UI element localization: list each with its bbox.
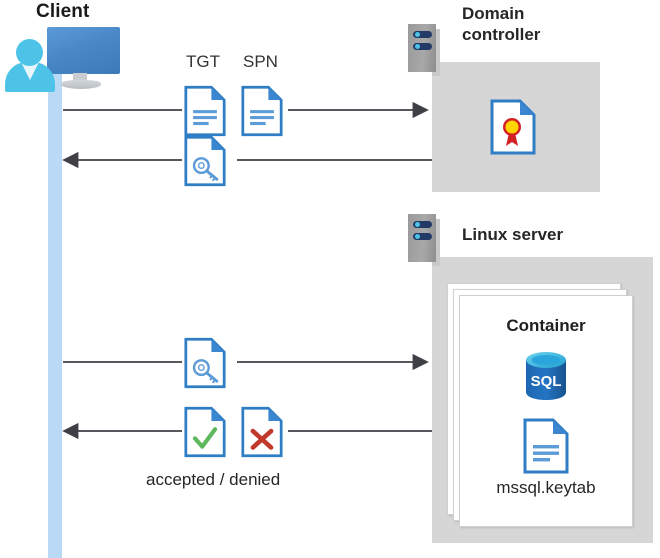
service-ticket-key-document-icon-top xyxy=(184,135,226,187)
monitor-base-icon xyxy=(61,80,101,89)
linux-server-rack-icon xyxy=(408,214,440,266)
person-collar-icon xyxy=(21,62,39,80)
keytab-filename-label: mssql.keytab xyxy=(496,478,596,497)
spn-document-icon xyxy=(241,85,283,137)
domain-controller-label: Domain controller xyxy=(462,3,540,45)
certificate-document-icon xyxy=(490,99,536,155)
tgt-document-icon xyxy=(184,85,226,137)
accepted-check-document-icon xyxy=(184,406,226,458)
domain-controller-label-line2: controller xyxy=(462,25,541,44)
accepted-denied-caption: accepted / denied xyxy=(146,470,281,489)
monitor-screen-icon xyxy=(47,27,120,74)
linux-server-label: Linux server xyxy=(462,225,564,244)
sql-database-icon: SQL xyxy=(526,352,566,400)
service-ticket-key-document-icon-bottom xyxy=(184,337,226,389)
person-head-icon xyxy=(16,39,43,66)
spn-label: SPN xyxy=(243,52,278,71)
domain-controller-label-line1: Domain xyxy=(462,4,525,23)
tgt-label: TGT xyxy=(186,52,220,71)
keytab-document-icon xyxy=(523,418,569,474)
domain-controller-rack-icon xyxy=(408,24,440,76)
svg-text:SQL: SQL xyxy=(531,373,562,390)
container-title: Container xyxy=(506,316,586,335)
denied-cross-document-icon xyxy=(241,406,283,458)
client-label: Client xyxy=(36,1,90,22)
client-lifeline xyxy=(48,70,62,558)
container-card-front[interactable]: Container mssql.keytab xyxy=(459,295,633,527)
